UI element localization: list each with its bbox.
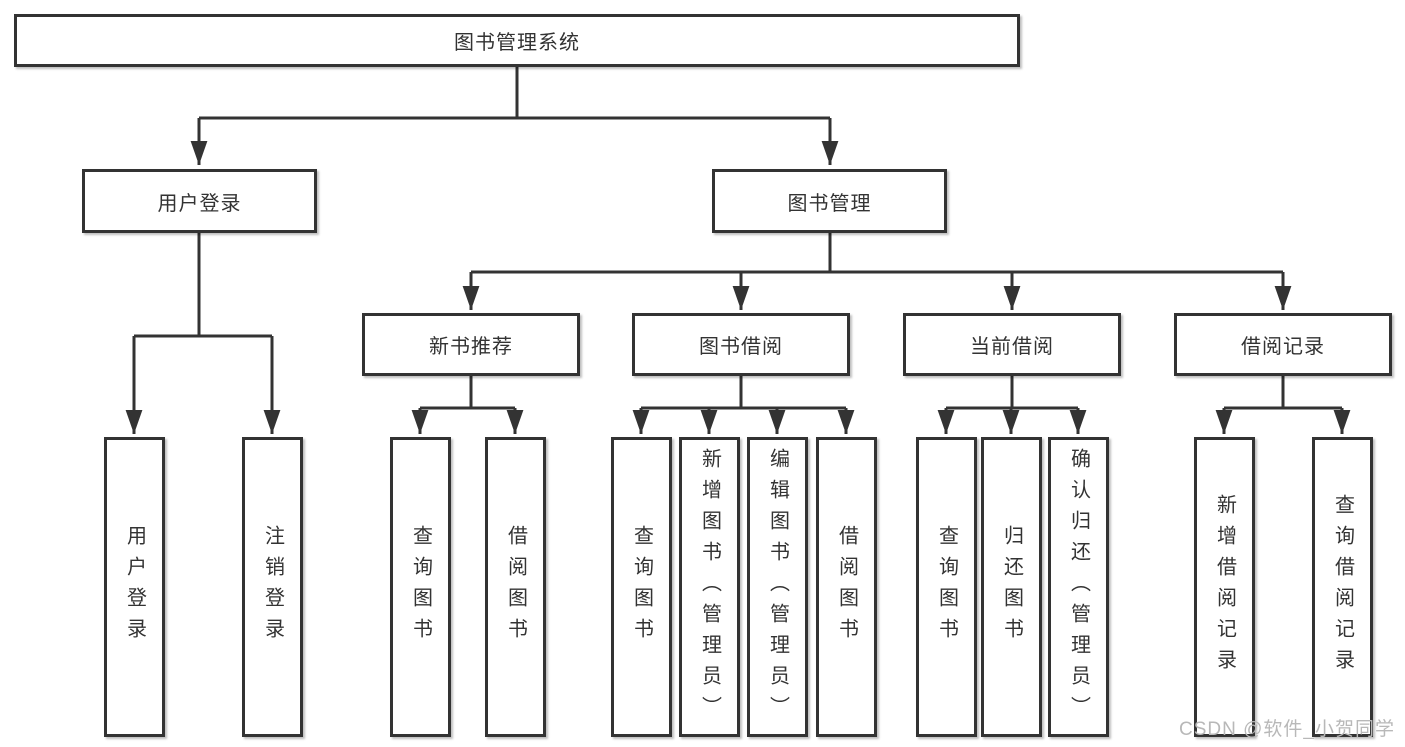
node-current-borrowing: 当前借阅 <box>903 313 1121 376</box>
leaf-label: 借阅图书 <box>835 525 858 649</box>
leaf-label: 新增借阅记录 <box>1213 494 1236 680</box>
leaf-borrow-book-recommend: 借阅图书 <box>485 437 546 737</box>
node-label: 图书借阅 <box>699 336 783 358</box>
leaf-query-book-borrow: 查询图书 <box>611 437 672 737</box>
node-label: 当前借阅 <box>970 336 1054 358</box>
node-borrowing-records: 借阅记录 <box>1174 313 1392 376</box>
leaf-query-book-current: 查询图书 <box>916 437 977 737</box>
leaf-label: 编辑图书（管理员） <box>766 447 789 727</box>
leaf-label: 查询图书 <box>630 525 653 649</box>
leaf-label: 新增图书（管理员） <box>698 447 721 727</box>
leaf-label: 归还图书 <box>1000 525 1023 649</box>
leaf-return-book: 归还图书 <box>981 437 1042 737</box>
leaf-edit-book-admin: 编辑图书（管理员） <box>747 437 808 737</box>
leaf-query-borrow-record: 查询借阅记录 <box>1312 437 1373 737</box>
leaf-borrow-book: 借阅图书 <box>816 437 877 737</box>
leaf-query-book-recommend: 查询图书 <box>390 437 451 737</box>
leaf-label: 查询借阅记录 <box>1331 494 1354 680</box>
leaf-label: 注销登录 <box>261 525 284 649</box>
leaf-confirm-return-admin: 确认归还（管理员） <box>1048 437 1109 737</box>
node-book-borrowing: 图书借阅 <box>632 313 850 376</box>
leaf-user-login: 用户登录 <box>104 437 165 737</box>
leaf-logout: 注销登录 <box>242 437 303 737</box>
leaf-label: 用户登录 <box>123 525 146 649</box>
leaf-label: 借阅图书 <box>504 525 527 649</box>
node-new-book-recommend: 新书推荐 <box>362 313 580 376</box>
leaf-add-borrow-record: 新增借阅记录 <box>1194 437 1255 737</box>
leaf-label: 查询图书 <box>409 525 432 649</box>
leaf-label: 确认归还（管理员） <box>1067 447 1090 727</box>
leaf-add-book-admin: 新增图书（管理员） <box>679 437 740 737</box>
leaf-label: 查询图书 <box>935 525 958 649</box>
node-label: 用户登录 <box>157 192 242 215</box>
node-book-management: 图书管理 <box>712 169 947 233</box>
csdn-watermark: CSDN @软件_小贺同学 <box>1179 719 1395 740</box>
node-label: 借阅记录 <box>1241 336 1325 358</box>
node-label: 图书管理系统 <box>454 32 580 54</box>
node-library-management-system: 图书管理系统 <box>14 14 1020 67</box>
node-user-login: 用户登录 <box>82 169 317 233</box>
node-label: 新书推荐 <box>429 336 513 358</box>
node-label: 图书管理 <box>787 192 872 215</box>
